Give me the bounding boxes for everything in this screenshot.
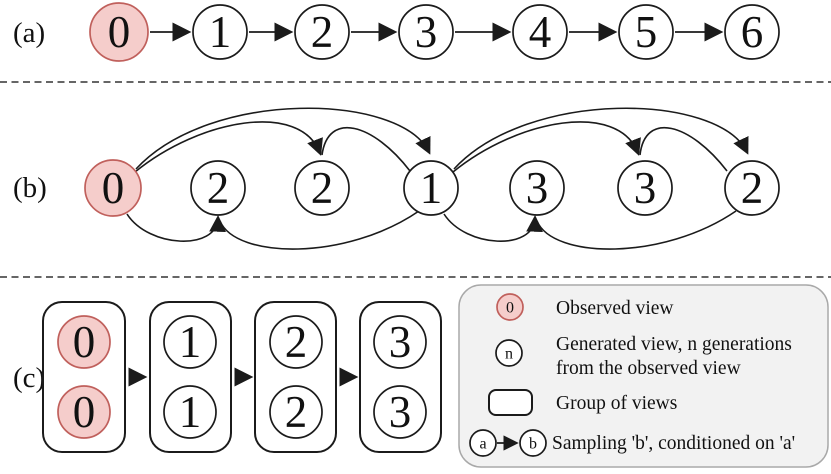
row-c: (c) 0 0 1 1 2 2 3 xyxy=(13,301,442,453)
graph-node: 3 xyxy=(509,160,565,216)
legend-item-text: Sampling 'b', conditioned on 'a' xyxy=(552,433,795,454)
graph-node: 2 xyxy=(294,160,350,216)
edge-b-1-to-2left xyxy=(219,210,420,250)
graph-node: 1 xyxy=(403,160,459,216)
node-circle xyxy=(84,159,142,217)
row-c-label: (c) xyxy=(13,362,45,394)
node-label: 0 xyxy=(102,163,125,213)
node-circle xyxy=(192,4,248,60)
node-label: 3 xyxy=(389,317,412,367)
legend-item-text-line2: from the observed view xyxy=(556,358,741,379)
edge-b-1-to-3left xyxy=(443,213,543,242)
edge-b-2right-to-3left xyxy=(536,210,737,250)
node-circle xyxy=(190,160,246,216)
node-label: 2 xyxy=(741,163,764,213)
view-group: 1 1 xyxy=(149,301,232,453)
node-label: 1 xyxy=(209,7,232,57)
view-group-observed: 0 0 xyxy=(42,301,126,453)
node-label: 5 xyxy=(635,7,658,57)
legend-item-text: Group of views xyxy=(556,393,677,414)
node-circle xyxy=(269,315,323,369)
generated-view-icon xyxy=(495,339,523,367)
edge-b-0-to-1 xyxy=(135,107,431,170)
graph-node: 3 xyxy=(398,4,454,60)
edge-b-2right-to-3mid xyxy=(639,127,728,172)
row-b-label: (b) xyxy=(13,172,47,204)
node-label: 6 xyxy=(741,7,764,57)
node-circle xyxy=(509,160,565,216)
graph-node: 2 xyxy=(724,160,780,216)
legend-item-group-of-views: Group of views xyxy=(488,389,677,416)
legend-item-text-line1: Generated view, n generations xyxy=(556,334,792,355)
sampling-b-icon xyxy=(519,429,547,457)
edge-b-1-to-2right xyxy=(453,107,749,170)
node-label: 2 xyxy=(311,7,334,57)
node-label: 0 xyxy=(108,7,131,57)
legend-item-observed-view: 0 Observed view xyxy=(496,293,674,321)
graph-node-observed: 0 xyxy=(84,159,142,217)
graph-node: 3 xyxy=(617,160,673,216)
node-label: 3 xyxy=(389,387,412,437)
node-label: 1 xyxy=(179,387,202,437)
graph-node: 2 xyxy=(294,4,350,60)
row-b: (b) 0 2 2 1 3 xyxy=(13,107,780,250)
node-label: 2 xyxy=(311,163,334,213)
node-label: 4 xyxy=(529,7,552,57)
node-circle xyxy=(294,4,350,60)
legend-symbol-label: n xyxy=(505,346,513,363)
node-circle xyxy=(724,4,780,60)
graph-node: 6 xyxy=(724,4,780,60)
edge-b-1-to-3mid xyxy=(452,121,641,173)
node-label: 3 xyxy=(526,163,549,213)
observed-view-icon xyxy=(496,293,524,321)
graph-node: 5 xyxy=(618,4,674,60)
node-circle xyxy=(163,315,217,369)
legend: 0 Observed view n Generated view, n gene… xyxy=(458,284,829,468)
legend-item-text: Observed view xyxy=(556,298,674,319)
node-circle xyxy=(724,160,780,216)
view-group: 2 2 xyxy=(254,301,337,453)
node-label: 3 xyxy=(634,163,657,213)
graph-node: 4 xyxy=(512,4,568,60)
legend-symbol-label: a xyxy=(479,436,486,453)
graph-node: 2 xyxy=(190,160,246,216)
node-circle xyxy=(373,315,427,369)
sampling-a-icon xyxy=(469,429,497,457)
node-circle xyxy=(163,385,217,439)
node-label: 1 xyxy=(179,317,202,367)
group-of-views-icon xyxy=(488,389,533,416)
node-label: 0 xyxy=(73,387,96,437)
node-circle xyxy=(398,4,454,60)
legend-symbol-label: b xyxy=(529,436,537,453)
node-circle xyxy=(57,385,111,439)
node-label: 2 xyxy=(285,387,308,437)
node-circle xyxy=(403,160,459,216)
node-circle xyxy=(269,385,323,439)
node-circle xyxy=(294,160,350,216)
edge-b-0-to-2mid xyxy=(134,121,323,173)
row-a-label: (a) xyxy=(13,17,45,49)
node-circle xyxy=(512,4,568,60)
node-circle xyxy=(89,2,149,62)
legend-box xyxy=(458,284,829,468)
row-a: (a) 0 1 2 3 4 5 xyxy=(13,2,780,62)
legend-symbol-label: 0 xyxy=(506,300,514,317)
graph-node: 1 xyxy=(192,4,248,60)
graph-node-observed: 0 xyxy=(89,2,149,62)
node-label: 3 xyxy=(415,7,438,57)
node-label: 2 xyxy=(285,317,308,367)
node-circle xyxy=(373,385,427,439)
legend-item-sampling: a b Sampling 'b', conditioned on 'a' xyxy=(469,429,795,457)
node-label: 2 xyxy=(207,163,230,213)
edge-b-1-to-2mid xyxy=(321,127,411,172)
node-circle xyxy=(618,4,674,60)
node-circle xyxy=(617,160,673,216)
edge-b-0-to-2left xyxy=(126,213,226,242)
view-group: 3 3 xyxy=(359,301,442,453)
node-label: 1 xyxy=(420,163,443,213)
node-label: 0 xyxy=(73,317,96,367)
node-circle xyxy=(57,315,111,369)
legend-item-generated-view: n Generated view, n generations from the… xyxy=(495,334,792,379)
